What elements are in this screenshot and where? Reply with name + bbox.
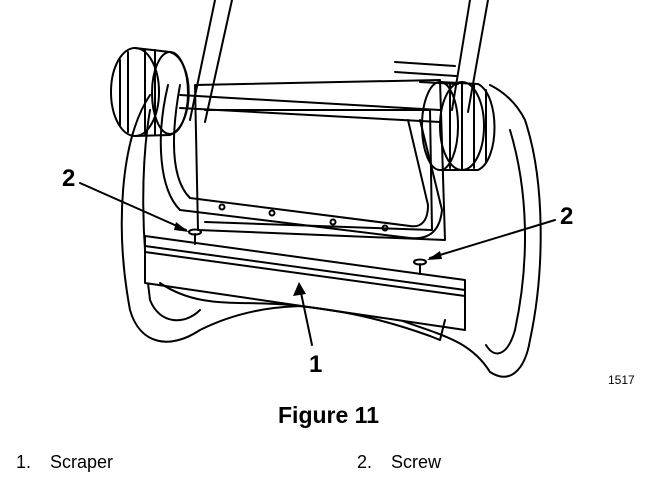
legend-item-scraper: 1. Scraper [16, 452, 113, 473]
drawing-number: 1517 [608, 373, 635, 387]
axle [179, 94, 441, 123]
handle-left [189, 0, 233, 123]
callout-label-2-left: 2 [62, 165, 75, 192]
callout-leader-1 [299, 287, 313, 346]
handle-right [451, 0, 489, 113]
callout-leader-2-right [429, 219, 556, 259]
legend-item-screw: 2. Screw [357, 452, 441, 473]
callout-leader-2-left [79, 182, 187, 231]
legend-label: Scraper [50, 452, 114, 472]
legend-number: 2. [357, 452, 373, 472]
screw-right [413, 258, 427, 275]
wheel-left [110, 47, 190, 137]
callout-label-1: 1 [309, 351, 322, 378]
bail-frame [159, 84, 443, 240]
scraper-illustration: 2 2 1 1517 [62, 0, 635, 387]
scraper-blade [144, 235, 466, 331]
legend-number: 1. [16, 452, 32, 472]
callout-label-2-right: 2 [560, 203, 573, 230]
legend-label: Screw [391, 452, 442, 472]
wheel-right [421, 81, 496, 171]
figure-title: Figure 11 [278, 402, 379, 428]
